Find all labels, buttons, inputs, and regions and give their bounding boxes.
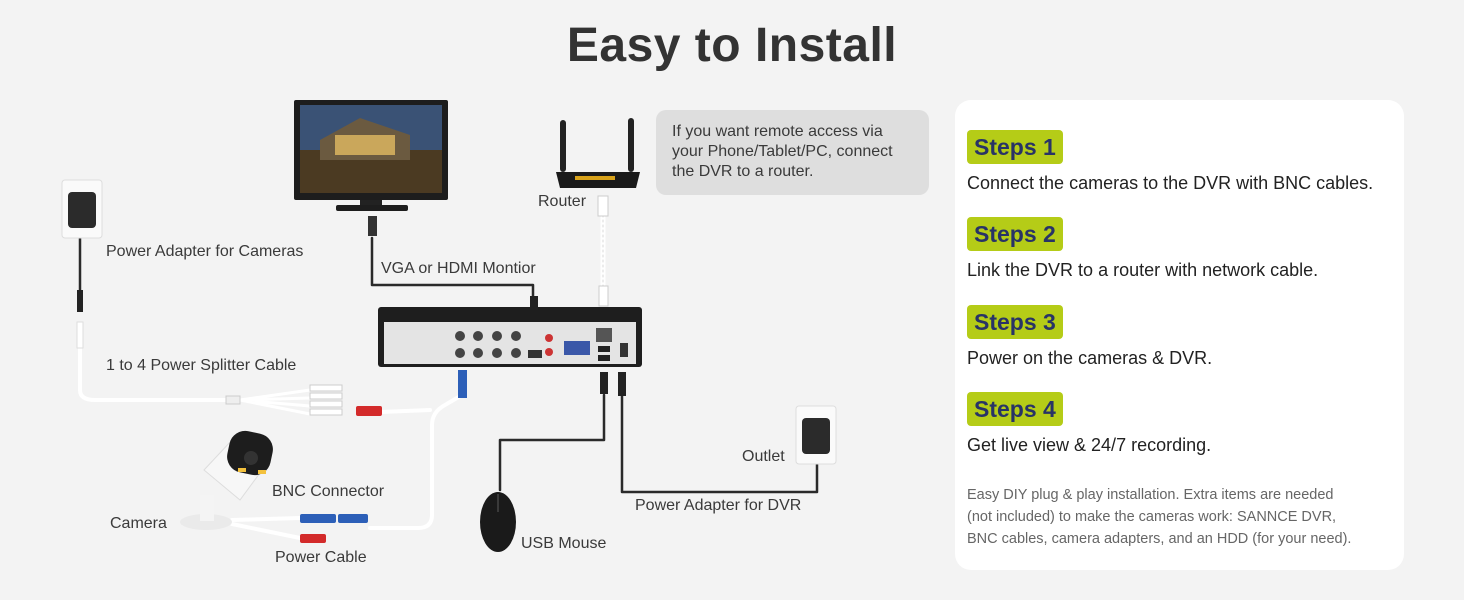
bubble-line: the DVR to a router. <box>672 163 814 180</box>
installation-note: Easy DIY plug & play installation. Extra… <box>967 484 1387 550</box>
dvr <box>378 285 642 398</box>
power-adapter-dvr-label: Power Adapter for DVR <box>635 497 802 514</box>
power-cable-label: Power Cable <box>275 549 367 566</box>
step-2-badge: Steps 2 <box>967 217 1063 251</box>
camera <box>180 430 273 530</box>
router-label: Router <box>538 193 587 210</box>
router <box>556 118 640 217</box>
bnc-connector-label: BNC Connector <box>272 483 385 500</box>
note-line: Easy DIY plug & play installation. Extra… <box>967 487 1334 503</box>
usb-cable <box>498 393 606 492</box>
usb-mouse-label: USB Mouse <box>521 535 607 552</box>
remote-access-bubble: If you want remote access via your Phone… <box>656 110 929 195</box>
bubble-line: your Phone/Tablet/PC, connect <box>672 143 893 160</box>
bubble-line: If you want remote access via <box>672 123 883 140</box>
steps-card: Steps 1 Connect the cameras to the DVR w… <box>955 100 1404 570</box>
page-title: Easy to Install <box>566 19 898 72</box>
bnc-and-power-connectors <box>300 514 368 543</box>
step-2-text: Link the DVR to a router with network ca… <box>967 260 1319 280</box>
bnc-cable <box>368 393 464 530</box>
note-line: (not included) to make the cameras work:… <box>967 509 1337 525</box>
vga-hdmi-label: VGA or HDMI Montior <box>381 260 536 277</box>
step-4-badge: Steps 4 <box>967 392 1063 426</box>
splitter-label: 1 to 4 Power Splitter Cable <box>106 357 297 374</box>
camera-label: Camera <box>110 515 167 532</box>
monitor <box>294 100 448 236</box>
splitter-cable <box>78 343 232 402</box>
splitter-connectors <box>225 384 382 416</box>
installation-diagram <box>61 100 837 552</box>
power-adapter-cameras-label: Power Adapter for Cameras <box>106 243 304 260</box>
step-4-text: Get live view & 24/7 recording. <box>967 435 1212 455</box>
outlet-label: Outlet <box>742 448 785 465</box>
step-1-text: Connect the cameras to the DVR with BNC … <box>967 173 1374 193</box>
note-line: BNC cables, camera adapters, and an HDD … <box>967 531 1352 547</box>
step-1-badge: Steps 1 <box>967 130 1063 164</box>
camera-power-outlet <box>61 179 103 349</box>
step-3-text: Power on the cameras & DVR. <box>967 348 1213 368</box>
usb-mouse <box>480 492 516 552</box>
dvr-power-outlet <box>795 405 837 465</box>
dvr-power-cable <box>620 393 819 494</box>
step-3-badge: Steps 3 <box>967 305 1063 339</box>
hdmi-cable <box>370 236 535 302</box>
